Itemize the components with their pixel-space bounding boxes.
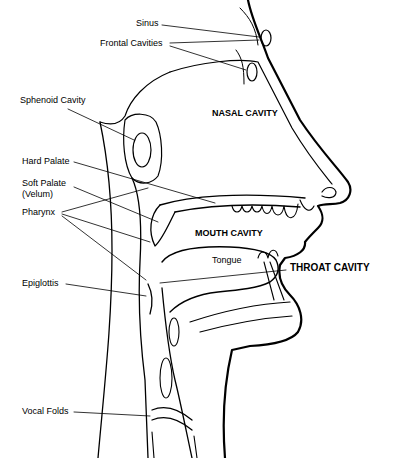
- hyoid: [169, 318, 179, 346]
- vocal-folds: [152, 408, 192, 430]
- frontal-cavity: [247, 63, 257, 81]
- part-label: Vocal Folds: [22, 406, 69, 417]
- part-label: MOUTH CAVITY: [195, 228, 263, 239]
- frontal-bone: [236, 8, 258, 84]
- lower-teeth: [258, 250, 284, 300]
- nostril: [322, 188, 336, 198]
- lower-jaw: [190, 302, 292, 332]
- part-label: Epiglottis: [22, 278, 59, 289]
- sphenoid-cavity: [133, 133, 151, 167]
- sinus: [261, 30, 271, 46]
- skull-base: [100, 72, 170, 124]
- upper-teeth: [232, 200, 314, 218]
- epiglottis: [148, 284, 152, 314]
- part-label: Tongue: [212, 255, 242, 266]
- leader-lines: [62, 25, 286, 416]
- part-label: Pharynx: [22, 207, 55, 218]
- part-label: Soft Palate (Velum): [22, 178, 72, 200]
- part-label: Hard Palate: [22, 156, 70, 167]
- soft-palate: [151, 205, 175, 246]
- sphenoid-bone: [124, 114, 162, 183]
- thyroid-cartilage: [160, 358, 172, 398]
- tongue: [162, 247, 278, 312]
- part-label: Sinus: [136, 18, 159, 29]
- part-label: THROAT CAVITY: [290, 262, 370, 273]
- part-label: NASAL CAVITY: [212, 108, 278, 119]
- nasal-cavity-outline: [170, 60, 332, 184]
- part-label: Sphenoid Cavity: [20, 95, 86, 106]
- trachea: [152, 432, 197, 458]
- throat-wall: [162, 288, 192, 458]
- part-label: Frontal Cavities: [100, 38, 163, 49]
